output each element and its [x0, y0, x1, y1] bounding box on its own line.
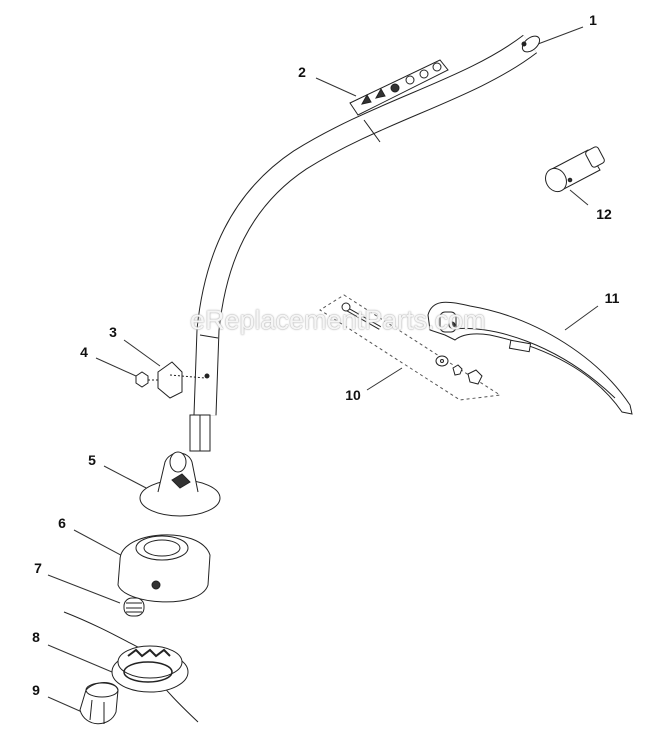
- callout-10: 10: [345, 387, 361, 403]
- part-2-warning-label: [349, 59, 449, 116]
- callout-6: 6: [58, 515, 66, 531]
- part-11-guard: [427, 301, 633, 415]
- callout-11: 11: [604, 290, 620, 306]
- part-5-gear-housing: [139, 451, 221, 517]
- callout-12: 12: [596, 206, 612, 222]
- part-10-hardware-kit: [319, 294, 502, 401]
- callout-5: 5: [88, 452, 96, 468]
- part-12-coupler: [545, 146, 605, 193]
- part-4-nut: [135, 371, 160, 388]
- part-7-spring: [123, 597, 145, 617]
- callout-4: 4: [80, 344, 88, 360]
- part-6-spool-housing: [117, 534, 211, 603]
- watermark: eReplacementParts.com: [190, 305, 486, 335]
- callout-9: 9: [32, 682, 40, 698]
- leader-lines: [47, 26, 599, 713]
- part-3-clamp: [157, 361, 206, 399]
- callout-2: 2: [298, 64, 306, 80]
- callout-1: 1: [589, 12, 597, 28]
- part-9-bump-knob: [79, 682, 119, 725]
- callout-3: 3: [109, 324, 117, 340]
- part-1-shaft: [189, 34, 541, 452]
- part-8-spool: [63, 611, 199, 723]
- callout-7: 7: [34, 560, 42, 576]
- callout-8: 8: [32, 629, 40, 645]
